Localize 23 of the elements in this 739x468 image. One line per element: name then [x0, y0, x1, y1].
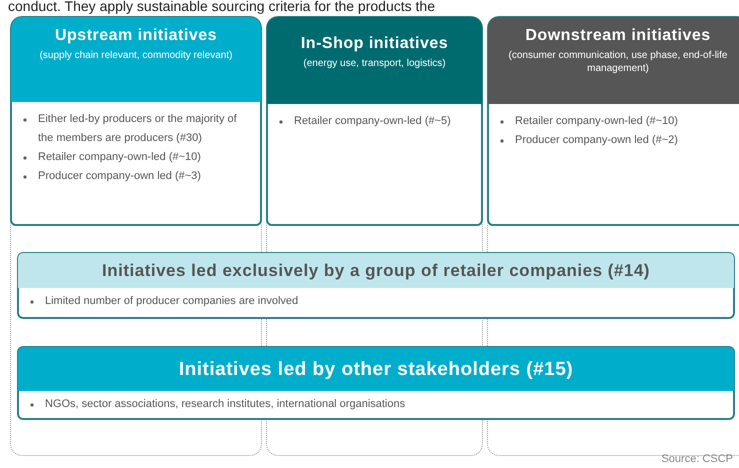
bullet-item: Retailer company-own-led (#~10)	[515, 115, 678, 127]
subheading: (energy use, transport, logistics)	[302, 57, 447, 70]
source-note: Source: CSCP	[661, 452, 733, 467]
heading: In-Shop initiatives	[300, 35, 450, 53]
bullet-item: Producer company-own led (#~3)	[38, 170, 201, 182]
bullet-item: Retailer company-own-led (#~10)	[38, 151, 201, 163]
bullet-item: Limited number of producer companies are involved	[45, 295, 298, 307]
heading: Upstream initiatives	[54, 27, 218, 45]
category-band	[17, 252, 735, 319]
subheading: (consumer communication, use phase, end-of-life management)	[508, 49, 728, 75]
heading: Initiatives led by other stakeholders (#15)	[178, 358, 574, 382]
cut-off-text: conduct. They apply sustainable sourcing criteria for the products the	[8, 0, 435, 14]
heading: Downstream initiatives	[524, 27, 712, 45]
bullet-item: Producer company-own led (#~2)	[515, 134, 678, 146]
subheading: (supply chain relevant, commodity relevant)	[38, 49, 234, 62]
bullet-item: Either led-by producers or the majority of the members are producers (#30)	[38, 113, 237, 144]
category-column	[487, 16, 739, 226]
category-column	[10, 16, 262, 226]
category-column	[266, 16, 483, 226]
category-band	[17, 346, 735, 420]
bullet-item: NGOs, sector associations, research institutes, international organisations	[45, 398, 406, 410]
bullet-item: Retailer company-own-led (#~5)	[294, 115, 451, 127]
heading: Initiatives led exclusively by a group of retailer companies (#14)	[101, 260, 651, 282]
